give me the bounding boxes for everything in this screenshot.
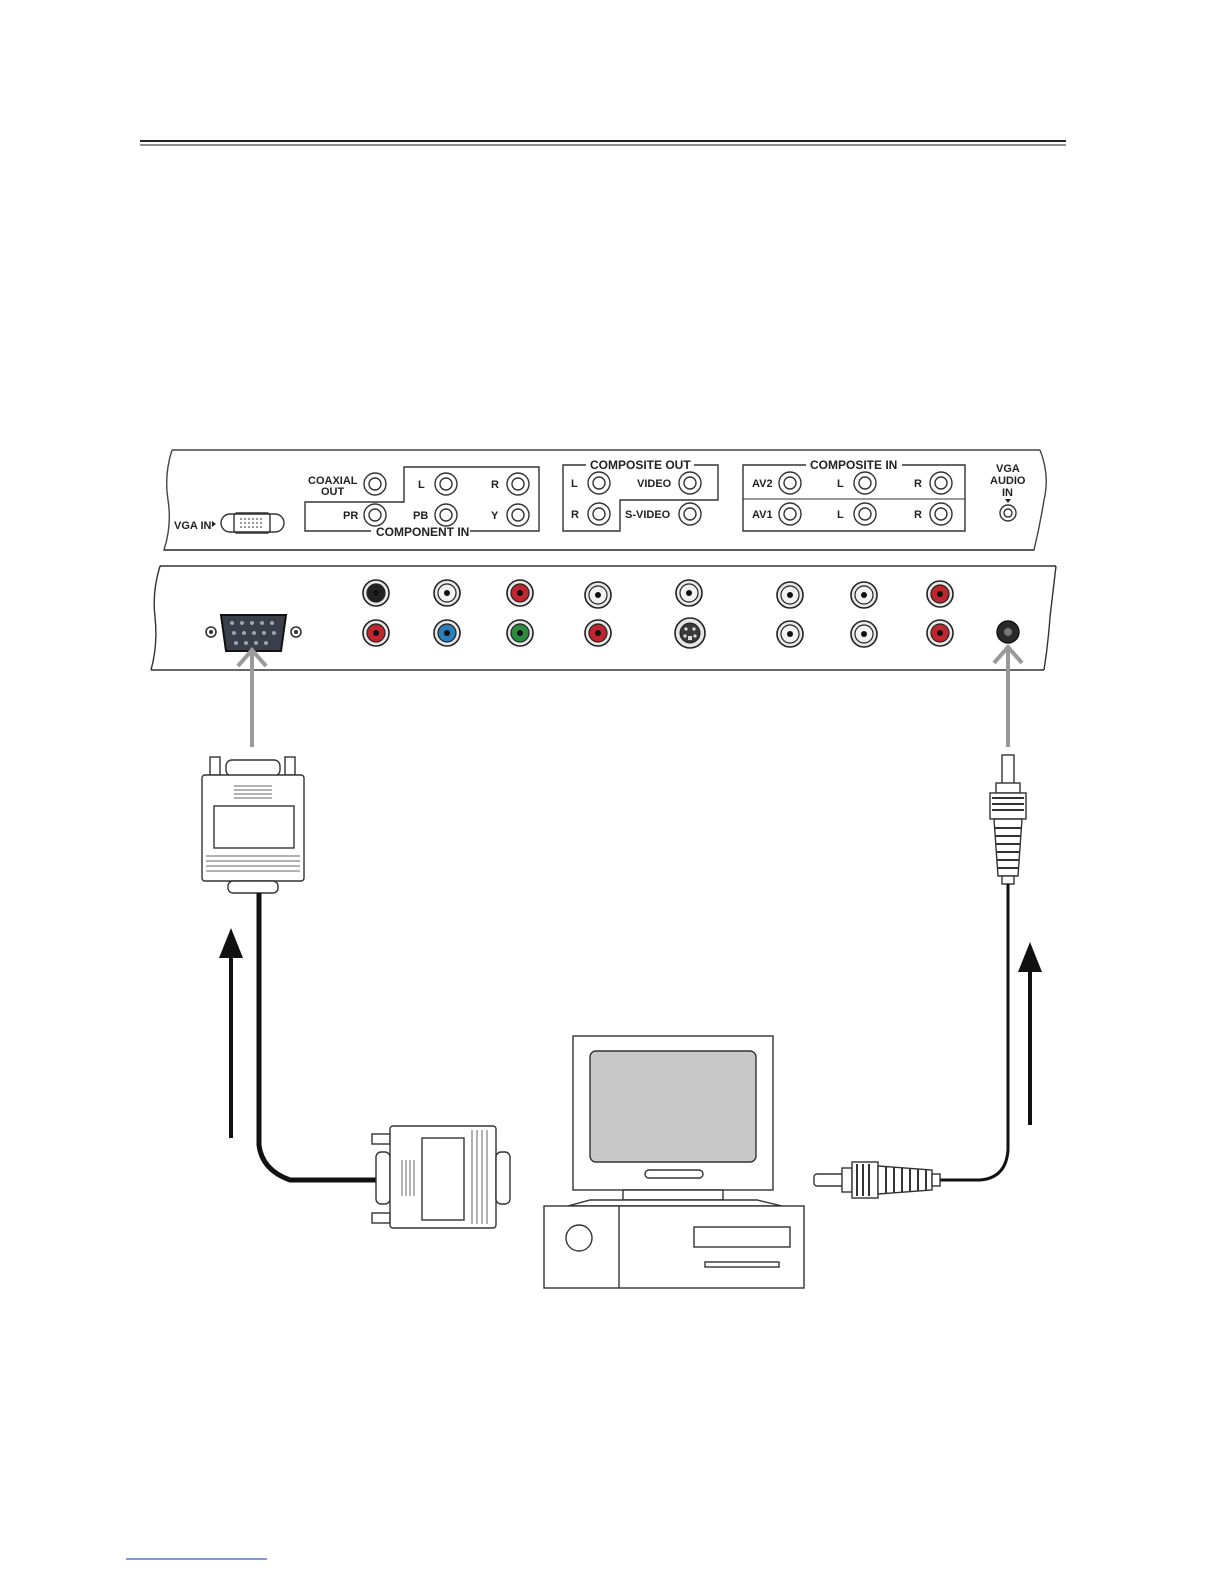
comp-y-label: Y: [491, 510, 499, 522]
cin-l-bottom-label: L: [837, 509, 844, 521]
cin-r-bottom-label: R: [914, 509, 922, 521]
svideo-jack: [675, 618, 705, 648]
component-pr-jack: [363, 620, 389, 646]
component-r-jack: [507, 580, 533, 606]
component-y-jack: [507, 620, 533, 646]
composite-in-l-bottom-jack: [851, 621, 877, 647]
cout-svideo-label: S-VIDEO: [625, 509, 671, 521]
cout-l-label: L: [571, 478, 578, 490]
header-rule: [140, 141, 1066, 145]
cin-av1-label: AV1: [752, 509, 773, 521]
comp-pb-label: PB: [413, 510, 428, 522]
cin-r-top-label: R: [914, 478, 922, 490]
composite-in-r-top-jack: [927, 581, 953, 607]
coaxial-out-jack: [363, 580, 389, 606]
composite-in-label: COMPOSITE IN: [810, 458, 897, 472]
vga-audio-label-3: IN: [1002, 487, 1013, 499]
composite-out-video-jack: [676, 580, 702, 606]
computer-illustration: [544, 1036, 804, 1288]
cin-l-top-label: L: [837, 478, 844, 490]
vga-audio-jack: [997, 621, 1019, 643]
cin-av2-label: AV2: [752, 478, 773, 490]
vga-audio-label-1: VGA: [996, 463, 1020, 475]
direction-arrow-left: [219, 928, 243, 1138]
composite-out-label: COMPOSITE OUT: [590, 458, 691, 472]
component-pb-jack: [434, 620, 460, 646]
composite-in-av2-jack: [777, 582, 803, 608]
composite-in-r-bottom-jack: [927, 620, 953, 646]
jack-panel: [151, 566, 1056, 670]
composite-out-l-jack: [585, 582, 611, 608]
vga-cable: [259, 893, 378, 1180]
component-l-jack: [434, 580, 460, 606]
composite-in-av1-jack: [777, 621, 803, 647]
cout-video-label: VIDEO: [637, 478, 672, 490]
vga-audio-label-2: AUDIO: [990, 475, 1026, 487]
composite-in-l-top-jack: [851, 582, 877, 608]
comp-pr-label: PR: [343, 510, 358, 522]
composite-out-r-jack: [585, 620, 611, 646]
label-panel: VGA IN COAXIAL OUT COMPONENT IN L R PR P…: [164, 450, 1046, 550]
rca-plug-top: [990, 755, 1026, 884]
comp-r-label: R: [491, 479, 499, 491]
comp-l-label: L: [418, 479, 425, 491]
desktop-case: [544, 1206, 804, 1288]
cout-r-label: R: [571, 509, 579, 521]
audio-cable: [940, 884, 1008, 1180]
rca-plug-bottom: [814, 1162, 940, 1198]
vga-plug-top: [202, 757, 304, 893]
vga-plug-bottom: [372, 1126, 510, 1228]
direction-arrow-right: [1018, 942, 1042, 1125]
coaxial-out-label-2: OUT: [321, 486, 345, 498]
component-in-label: COMPONENT IN: [376, 525, 469, 539]
monitor: [568, 1036, 782, 1206]
vga-in-label: VGA IN: [174, 520, 212, 532]
